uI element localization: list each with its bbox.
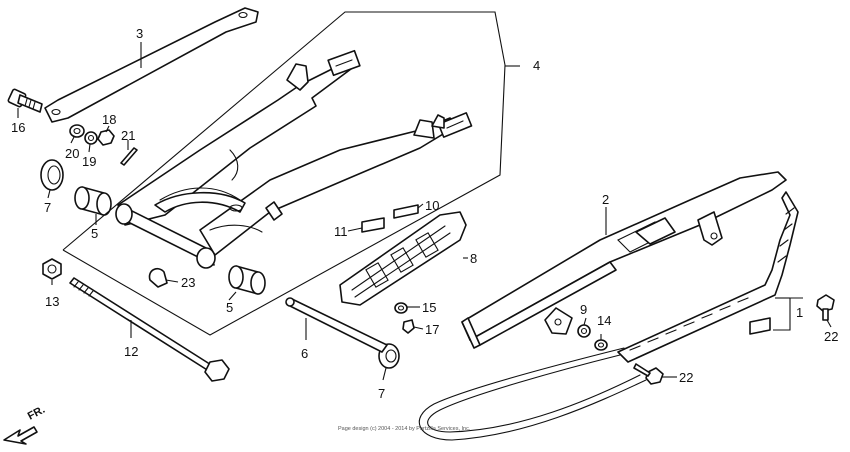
part-8-chain-slider[interactable] (339, 211, 467, 306)
callout-17: 17 (425, 322, 439, 337)
front-direction-arrow: FR. (3, 404, 47, 445)
part-7-seal-upper[interactable] (40, 159, 64, 191)
part-6-shaft[interactable] (285, 297, 388, 353)
callout-7-upper: 7 (44, 200, 51, 215)
callout-1: 1 (796, 305, 803, 320)
part-16-bolt[interactable] (7, 88, 43, 113)
callout-22-right: 22 (824, 329, 838, 344)
footer-credit: Page design (c) 2004 - 2014 by Partzilla… (338, 426, 471, 432)
callout-4: 4 (533, 58, 540, 73)
callout-23: 23 (181, 275, 195, 290)
leader-lines (17, 42, 832, 381)
callout-7-lower: 7 (378, 386, 385, 401)
part-4-swingarm[interactable] (115, 49, 473, 269)
part-22-bolt-right[interactable] (816, 294, 835, 321)
callout-20: 20 (65, 146, 79, 161)
part-12-pivot-bolt[interactable] (69, 277, 230, 382)
part-11-pad[interactable] (361, 217, 385, 233)
part-9-collar[interactable] (577, 324, 591, 338)
part-22-bolt-lower[interactable] (633, 363, 664, 385)
callout-13: 13 (45, 294, 59, 309)
callout-11: 11 (334, 224, 348, 239)
callout-10: 10 (425, 198, 439, 213)
part-14-nut[interactable] (594, 339, 608, 351)
callout-18: 18 (102, 112, 116, 127)
callout-8: 8 (470, 251, 477, 266)
part-10-pad[interactable] (393, 204, 419, 219)
callout-5-lower: 5 (226, 300, 233, 315)
callout-2: 2 (602, 192, 609, 207)
part-1-drive-chain[interactable] (418, 191, 799, 441)
part-13-nut[interactable] (42, 258, 62, 280)
part-5-collar-upper[interactable] (74, 186, 112, 216)
part-2-chain-case[interactable] (461, 171, 787, 349)
callout-14: 14 (597, 313, 611, 328)
part-18-nut[interactable] (97, 129, 115, 146)
callout-19: 19 (82, 154, 96, 169)
part-17-screw[interactable] (402, 319, 415, 334)
part-19-washer[interactable] (84, 131, 98, 145)
callout-labels: 3 4 2 1 16 20 19 18 21 7 5 13 5 23 12 6 … (11, 26, 838, 401)
callout-3: 3 (136, 26, 143, 41)
callout-6: 6 (301, 346, 308, 361)
part-4-group-outline (62, 11, 506, 336)
part-20-washer[interactable] (69, 124, 85, 138)
part-3-link[interactable] (44, 7, 259, 123)
callout-15: 15 (422, 300, 436, 315)
part-21-cotter-pin[interactable] (120, 147, 138, 166)
callout-12: 12 (124, 344, 138, 359)
callout-9: 9 (580, 302, 587, 317)
part-23-clip[interactable] (148, 268, 168, 288)
callout-5-upper: 5 (91, 226, 98, 241)
callout-21: 21 (121, 128, 135, 143)
direction-label: FR. (26, 404, 47, 423)
callout-22-lower: 22 (679, 370, 693, 385)
part-15-nut[interactable] (394, 302, 408, 314)
callout-16: 16 (11, 120, 25, 135)
part-5-collar-lower[interactable] (228, 265, 266, 295)
